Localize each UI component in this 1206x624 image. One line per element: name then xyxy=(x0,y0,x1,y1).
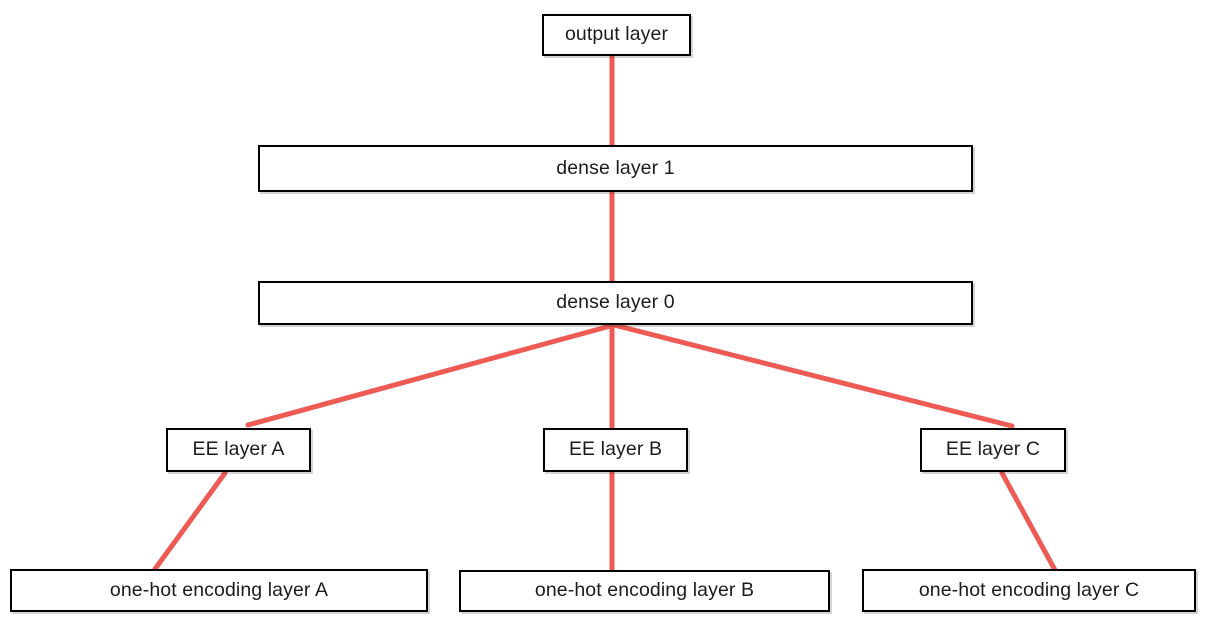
edge-ee-c-to-dense0 xyxy=(611,322,1015,429)
node-ee-layer-c[interactable]: EE layer C xyxy=(920,428,1066,472)
node-onehot-layer-c-label: one-hot encoding layer C xyxy=(918,578,1140,601)
edge-onehot-a-to-ee-a xyxy=(152,470,228,572)
node-onehot-layer-a[interactable]: one-hot encoding layer A xyxy=(10,569,428,612)
node-ee-layer-a-label: EE layer A xyxy=(192,438,285,461)
node-ee-layer-a[interactable]: EE layer A xyxy=(166,428,311,472)
node-ee-layer-b[interactable]: EE layer B xyxy=(543,428,688,472)
node-dense-layer-1[interactable]: dense layer 1 xyxy=(258,145,973,192)
node-output-layer[interactable]: output layer xyxy=(542,14,691,56)
node-dense-layer-0[interactable]: dense layer 0 xyxy=(258,281,973,325)
edge-onehot-c-to-ee-c xyxy=(999,470,1058,573)
node-ee-layer-c-label: EE layer C xyxy=(945,438,1041,461)
node-output-layer-label: output layer xyxy=(564,23,669,46)
edge-ee-a-to-dense0 xyxy=(245,322,617,428)
node-onehot-layer-b[interactable]: one-hot encoding layer B xyxy=(459,570,830,612)
node-onehot-layer-a-label: one-hot encoding layer A xyxy=(109,578,329,601)
node-onehot-layer-b-label: one-hot encoding layer B xyxy=(534,579,755,602)
node-dense-layer-0-label: dense layer 0 xyxy=(556,291,675,314)
node-dense-layer-1-label: dense layer 1 xyxy=(556,156,675,179)
node-ee-layer-b-label: EE layer B xyxy=(568,438,663,461)
node-onehot-layer-c[interactable]: one-hot encoding layer C xyxy=(862,569,1196,612)
